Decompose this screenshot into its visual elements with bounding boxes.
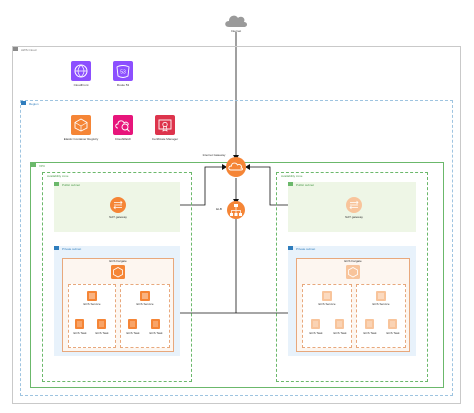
vpc-label: VPC xyxy=(39,164,46,168)
load-balancer-icon xyxy=(227,201,245,219)
arrow-to-igw-left xyxy=(222,164,227,170)
certificate-manager-icon xyxy=(155,115,175,135)
nat-gateway-icon xyxy=(346,197,362,213)
ecs-service-label: ECS Service xyxy=(83,302,101,306)
ecs-task-icon xyxy=(128,319,137,329)
public-subnet-right-label: Public subnet xyxy=(296,183,315,187)
ecs-task-label: ECS Task xyxy=(386,331,400,335)
ecr-label: Elastic Container Registry xyxy=(63,137,99,141)
availability-zone-right: Availability zone xyxy=(276,172,428,382)
ecs-task-label: ECS Task xyxy=(126,331,140,335)
ecs-task-icon xyxy=(151,319,160,329)
private-subnet-left-tag-icon xyxy=(54,246,59,250)
cloudwatch-icon xyxy=(113,115,133,135)
ecr-icon xyxy=(71,115,91,135)
elb-label: ELB xyxy=(216,207,222,211)
vpc-tag-icon xyxy=(31,163,36,167)
private-subnet-left-label: Private subnet xyxy=(62,247,82,251)
ecs-service-icon xyxy=(140,291,150,301)
nat-gateway-icon xyxy=(110,197,126,213)
az-right-label: Availability zone xyxy=(281,174,303,178)
igw-label: Internet Gateway xyxy=(202,153,226,157)
aws-cloud-label: AWS Cloud xyxy=(21,48,37,52)
ecs-task-icon xyxy=(388,319,397,329)
arrow-to-igw-right xyxy=(245,164,250,170)
ecs-task-label: ECS Task xyxy=(309,331,323,335)
ecs-service-icon xyxy=(322,291,332,301)
ecs-task-label: ECS Task xyxy=(333,331,347,335)
ecs-task-label: ECS Task xyxy=(149,331,163,335)
ecs-task-icon xyxy=(97,319,106,329)
region-label: Region xyxy=(29,102,39,106)
ecs-service-icon xyxy=(87,291,97,301)
internet-cloud-icon xyxy=(225,15,247,27)
route53-icon: 53 xyxy=(113,61,133,81)
route53-label: Route 53 xyxy=(116,83,130,87)
public-subnet-left-label: Public subnet xyxy=(62,183,81,187)
ecs-service-label: ECS Service xyxy=(318,302,336,306)
aws-cloud-group: AWS Cloud xyxy=(12,46,461,404)
az-left-label: Availability zone xyxy=(47,174,69,178)
cloudfront-icon xyxy=(71,61,91,81)
nat-gateway-right-label: NAT gateway xyxy=(345,215,363,219)
fargate-icon xyxy=(111,265,125,279)
ecs-task-label: ECS Task xyxy=(73,331,87,335)
internet-gateway-icon xyxy=(226,157,246,177)
ecs-task-icon xyxy=(75,319,84,329)
svg-text:53: 53 xyxy=(120,70,126,76)
ecs-task-icon xyxy=(311,319,320,329)
cloudfront-label: CloudFront xyxy=(73,83,89,87)
public-subnet-left-tag-icon xyxy=(54,182,59,186)
ecs-service-label: ECS Service xyxy=(136,302,154,306)
public-subnet-right-tag-icon xyxy=(288,182,293,186)
region-tag-icon xyxy=(21,101,26,105)
ecs-fargate-left-label: ECS Fargate xyxy=(109,259,127,263)
aws-cloud-tag-icon xyxy=(13,47,18,51)
acm-label: Certificate Manager xyxy=(151,137,179,141)
private-subnet-right-tag-icon xyxy=(288,246,293,250)
fargate-icon xyxy=(346,265,360,279)
ecs-task-icon xyxy=(335,319,344,329)
cloudwatch-label: CloudWatch xyxy=(114,137,132,141)
availability-zone-left: Availability zone xyxy=(42,172,192,382)
internet-label: Internet xyxy=(230,29,242,33)
private-subnet-right-label: Private subnet xyxy=(296,247,316,251)
ecs-service-icon xyxy=(376,291,386,301)
ecs-task-label: ECS Task xyxy=(95,331,109,335)
ecs-task-label: ECS Task xyxy=(363,331,377,335)
region-group: Region xyxy=(20,100,453,396)
nat-gateway-left-label: NAT gateway xyxy=(109,215,127,219)
ecs-fargate-right-label: ECS Fargate xyxy=(344,259,362,263)
ecs-service-label: ECS Service xyxy=(372,302,390,306)
ecs-task-icon xyxy=(365,319,374,329)
